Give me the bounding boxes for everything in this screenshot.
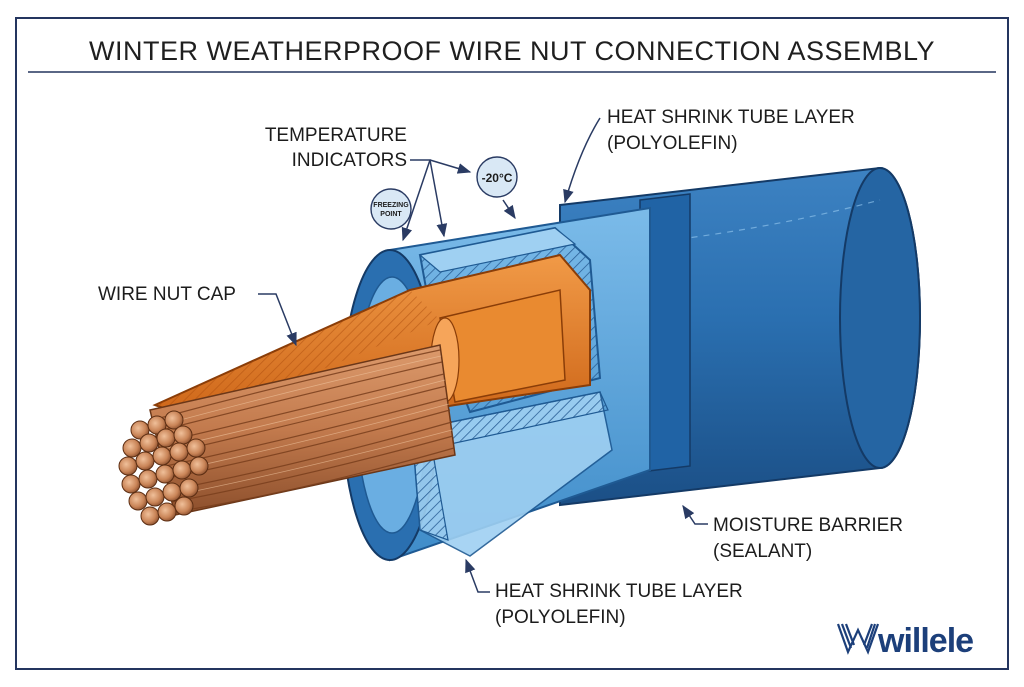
brand-logo: willele [836,622,974,660]
label-moisture-barrier-line2: (SEALANT) [713,541,812,562]
logo-w-icon [836,623,880,655]
copper-wire-strands [118,344,456,526]
label-heat-shrink-top-line1: HEAT SHRINK TUBE LAYER [607,107,855,128]
svg-text:FREEZING: FREEZING [373,202,409,209]
label-temperature-indicators-line2: INDICATORS [292,150,407,171]
label-temperature-indicators-line1: TEMPERATURE [265,125,407,146]
label-wire-nut-cap: WIRE NUT CAP [98,284,236,305]
page-title: WINTER WEATHERPROOF WIRE NUT CONNECTION … [89,36,935,66]
label-heat-shrink-bottom-line1: HEAT SHRINK TUBE LAYER [495,581,743,602]
outer-frame [15,17,1009,670]
leader-lines [258,117,708,593]
svg-text:POINT: POINT [380,211,402,218]
svg-text:-20°C: -20°C [482,171,513,185]
freezing-point-badge: FREEZING POINT [370,188,412,230]
label-heat-shrink-top-line2: (POLYOLEFIN) [607,133,738,154]
strand-ends [118,410,209,526]
label-moisture-barrier-line1: MOISTURE BARRIER [713,515,903,536]
minus-20-badge: -20°C [476,156,518,198]
label-heat-shrink-bottom-line2: (POLYOLEFIN) [495,607,626,628]
logo-text: willele [877,622,973,660]
